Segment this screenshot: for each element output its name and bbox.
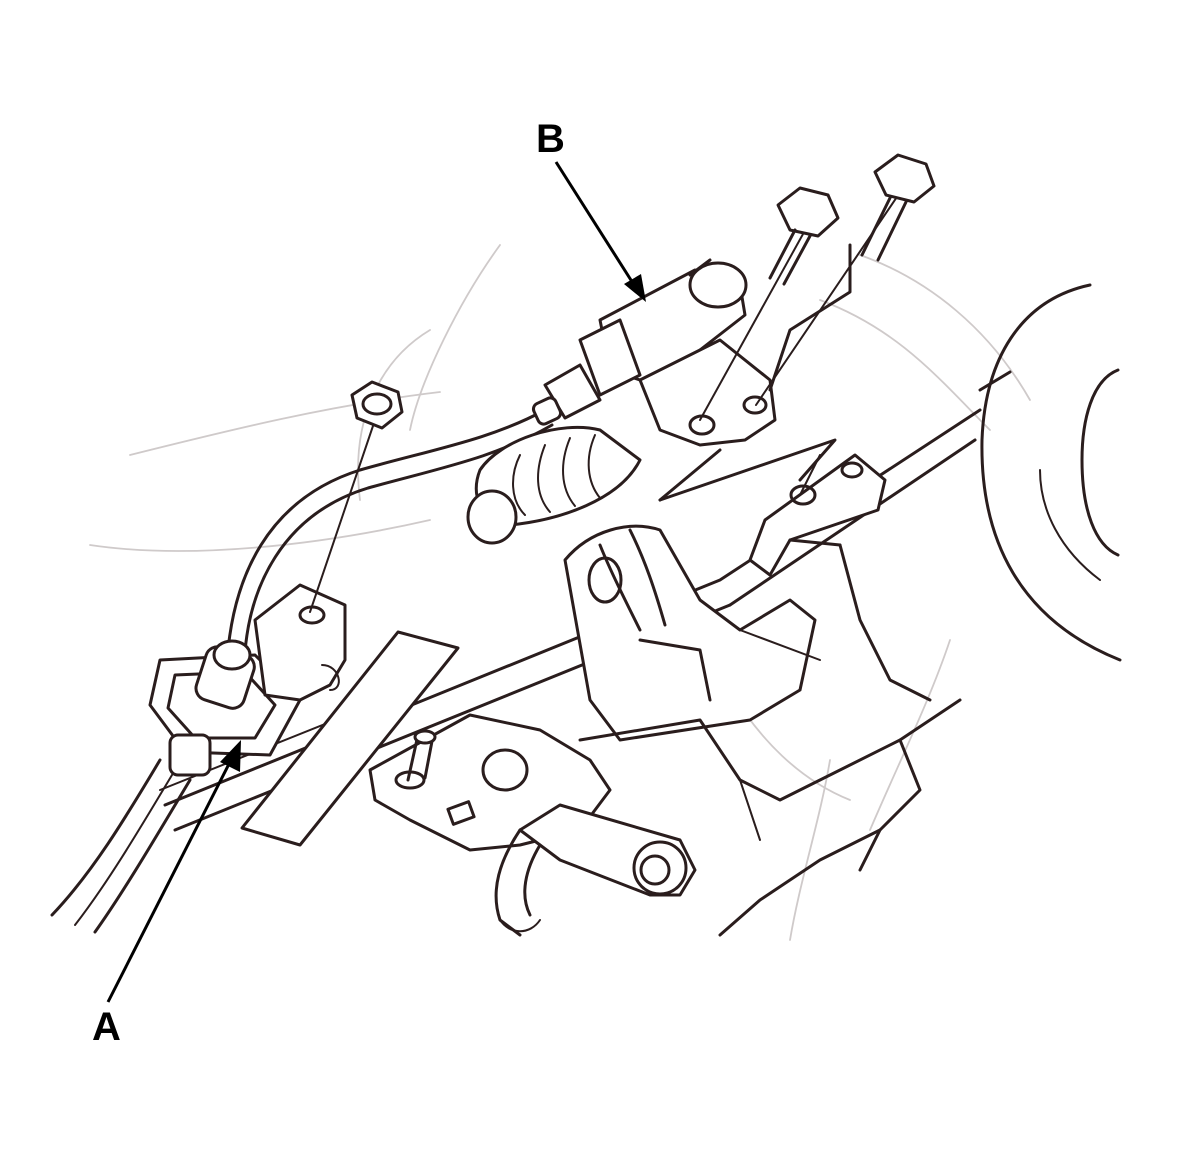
callout-a-label: A	[92, 1005, 121, 1049]
bracket-nut	[309, 380, 404, 613]
lower-housing-body	[578, 698, 962, 937]
right-link-bracket	[748, 453, 887, 577]
callout-b: B	[536, 117, 646, 302]
transmission-mount	[563, 524, 932, 742]
guide-strip	[240, 630, 460, 847]
hose-end-fitting	[194, 639, 256, 710]
hydraulic-hose	[226, 408, 554, 654]
callout-a: A	[92, 740, 241, 1049]
hose-mount-bracket	[253, 583, 347, 702]
callout-b-arrowhead	[624, 274, 646, 302]
flywheel-housing	[978, 283, 1122, 662]
callout-a-arrowhead	[220, 740, 241, 772]
shift-arm-link	[494, 803, 697, 937]
callout-b-leader	[554, 161, 638, 289]
zigzag-plate	[658, 243, 852, 502]
callout-a-leader	[106, 757, 234, 1003]
mounting-bolts	[699, 153, 936, 421]
cable-sheath	[50, 758, 192, 934]
callout-b-label: B	[536, 117, 565, 161]
clutch-slave-cylinder	[466, 258, 777, 545]
